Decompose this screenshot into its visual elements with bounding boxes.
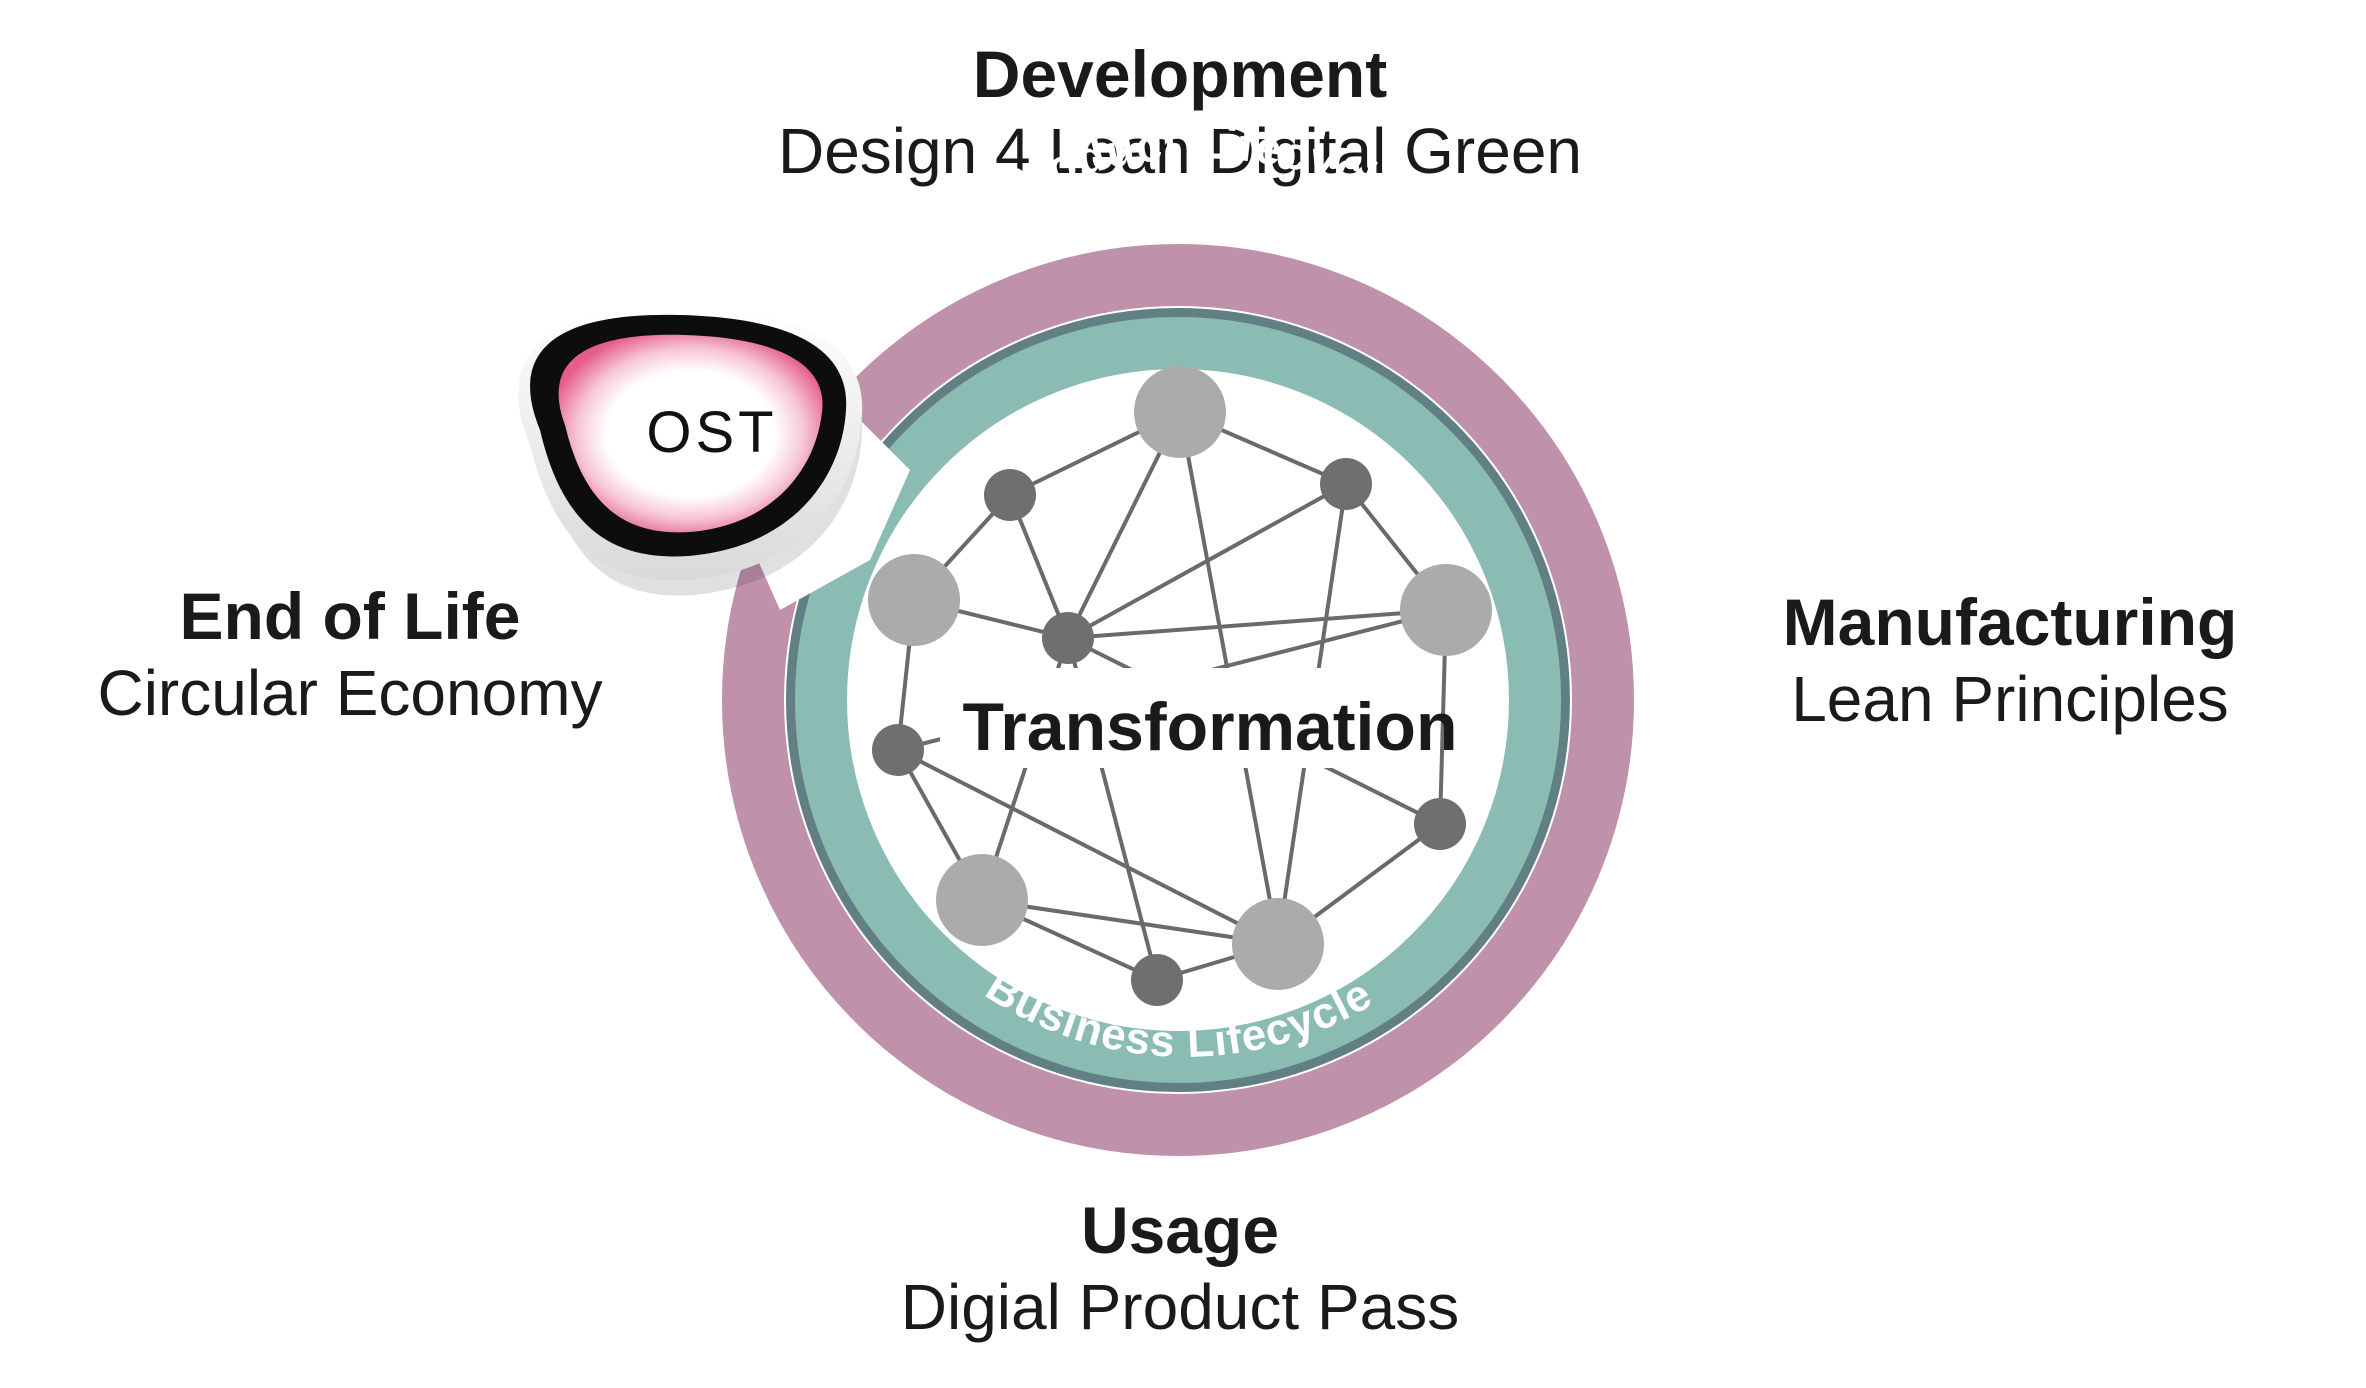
- network-edge: [897, 748, 1279, 946]
- network-node-large: [1232, 898, 1324, 990]
- network-nodes: [868, 366, 1492, 1006]
- ost-logo: OST: [518, 307, 863, 596]
- ring-separator: [786, 308, 1570, 1092]
- network-node-small: [1414, 798, 1466, 850]
- ost-logo-text: OST: [646, 400, 777, 465]
- network-edge: [981, 898, 1279, 946]
- stage-development-subtitle: Design 4 Lean Digital Green: [777, 114, 1583, 187]
- network-node-small: [1042, 612, 1094, 664]
- center-label: Transformation: [963, 689, 1458, 765]
- stage-end-of-life-title: End of Life: [179, 579, 521, 653]
- stage-end-of-life: End of Life Circular Economy: [40, 578, 660, 731]
- stage-manufacturing: Manufacturing Lean Principles: [1700, 584, 2320, 737]
- stage-usage: Usage Digial Product Pass: [780, 1192, 1580, 1345]
- stage-end-of-life-subtitle: Circular Economy: [97, 656, 603, 729]
- stage-development: Development Design 4 Lean Digital Green: [630, 36, 1730, 189]
- stage-development-title: Development: [972, 37, 1388, 111]
- product-lifecycle-ring: [722, 244, 1634, 1156]
- network-node-large: [1134, 366, 1226, 458]
- network-edge: [1067, 482, 1347, 640]
- business-lifecycle-ring: [795, 317, 1561, 1083]
- product-lifecycle-label: Product Lifecycle: [989, 116, 1411, 215]
- stage-usage-subtitle: Digial Product Pass: [900, 1270, 1460, 1343]
- network-node-large: [936, 854, 1028, 946]
- stage-usage-title: Usage: [1080, 1193, 1280, 1267]
- network-node-large: [1400, 564, 1492, 656]
- network-node-small: [1131, 954, 1183, 1006]
- stage-manufacturing-subtitle: Lean Principles: [1791, 662, 2229, 735]
- stage-manufacturing-title: Manufacturing: [1782, 585, 2238, 659]
- center-label-backdrop: [940, 668, 1430, 768]
- network-node-small: [1320, 458, 1372, 510]
- network-edge: [1067, 608, 1447, 640]
- network-node-large: [868, 554, 960, 646]
- network-node-small: [872, 724, 924, 776]
- network-node-small: [984, 469, 1036, 521]
